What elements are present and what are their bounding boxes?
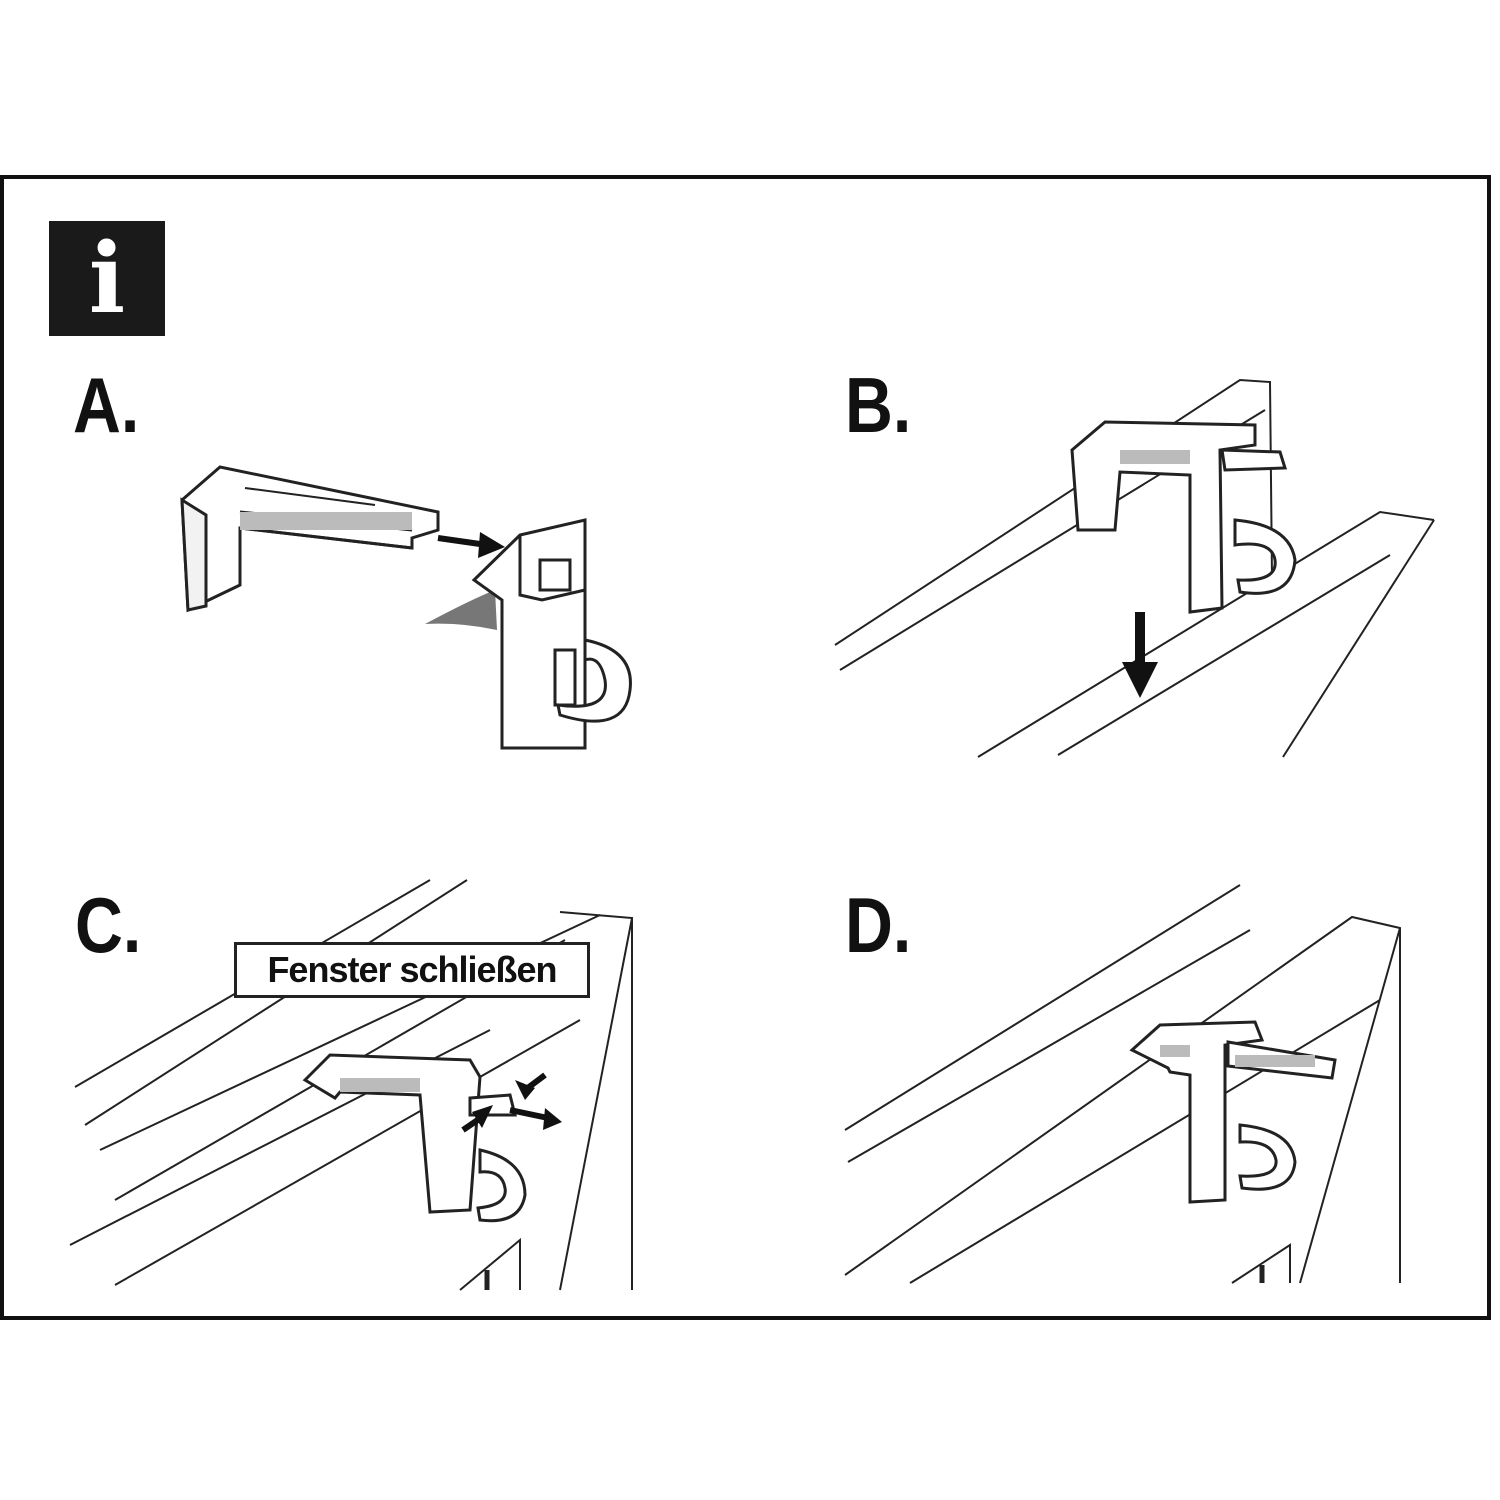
step-b-label: B. xyxy=(845,361,912,449)
panel-d-window xyxy=(844,884,1401,1284)
step-a-label: A. xyxy=(73,361,140,449)
panel-c-bracket xyxy=(302,1053,527,1223)
info-icon-glyph: i xyxy=(88,221,126,335)
panel-a-arrow xyxy=(437,532,505,558)
panel-b-down-arrow xyxy=(1122,612,1158,698)
step-d-label: D. xyxy=(845,881,912,969)
panel-a-gray-tape xyxy=(425,590,497,630)
close-window-callout: Fenster schließen xyxy=(234,942,590,998)
panel-c-arrows xyxy=(461,1072,562,1133)
diagram-frame xyxy=(0,175,1491,1320)
panel-a-bracket-arm xyxy=(180,465,440,613)
step-c-label: C. xyxy=(75,881,142,969)
panel-b-bracket xyxy=(1070,420,1297,614)
info-icon: i xyxy=(49,221,165,336)
panel-a-hook-part xyxy=(471,518,632,750)
panel-d-bracket xyxy=(1129,1020,1337,1204)
